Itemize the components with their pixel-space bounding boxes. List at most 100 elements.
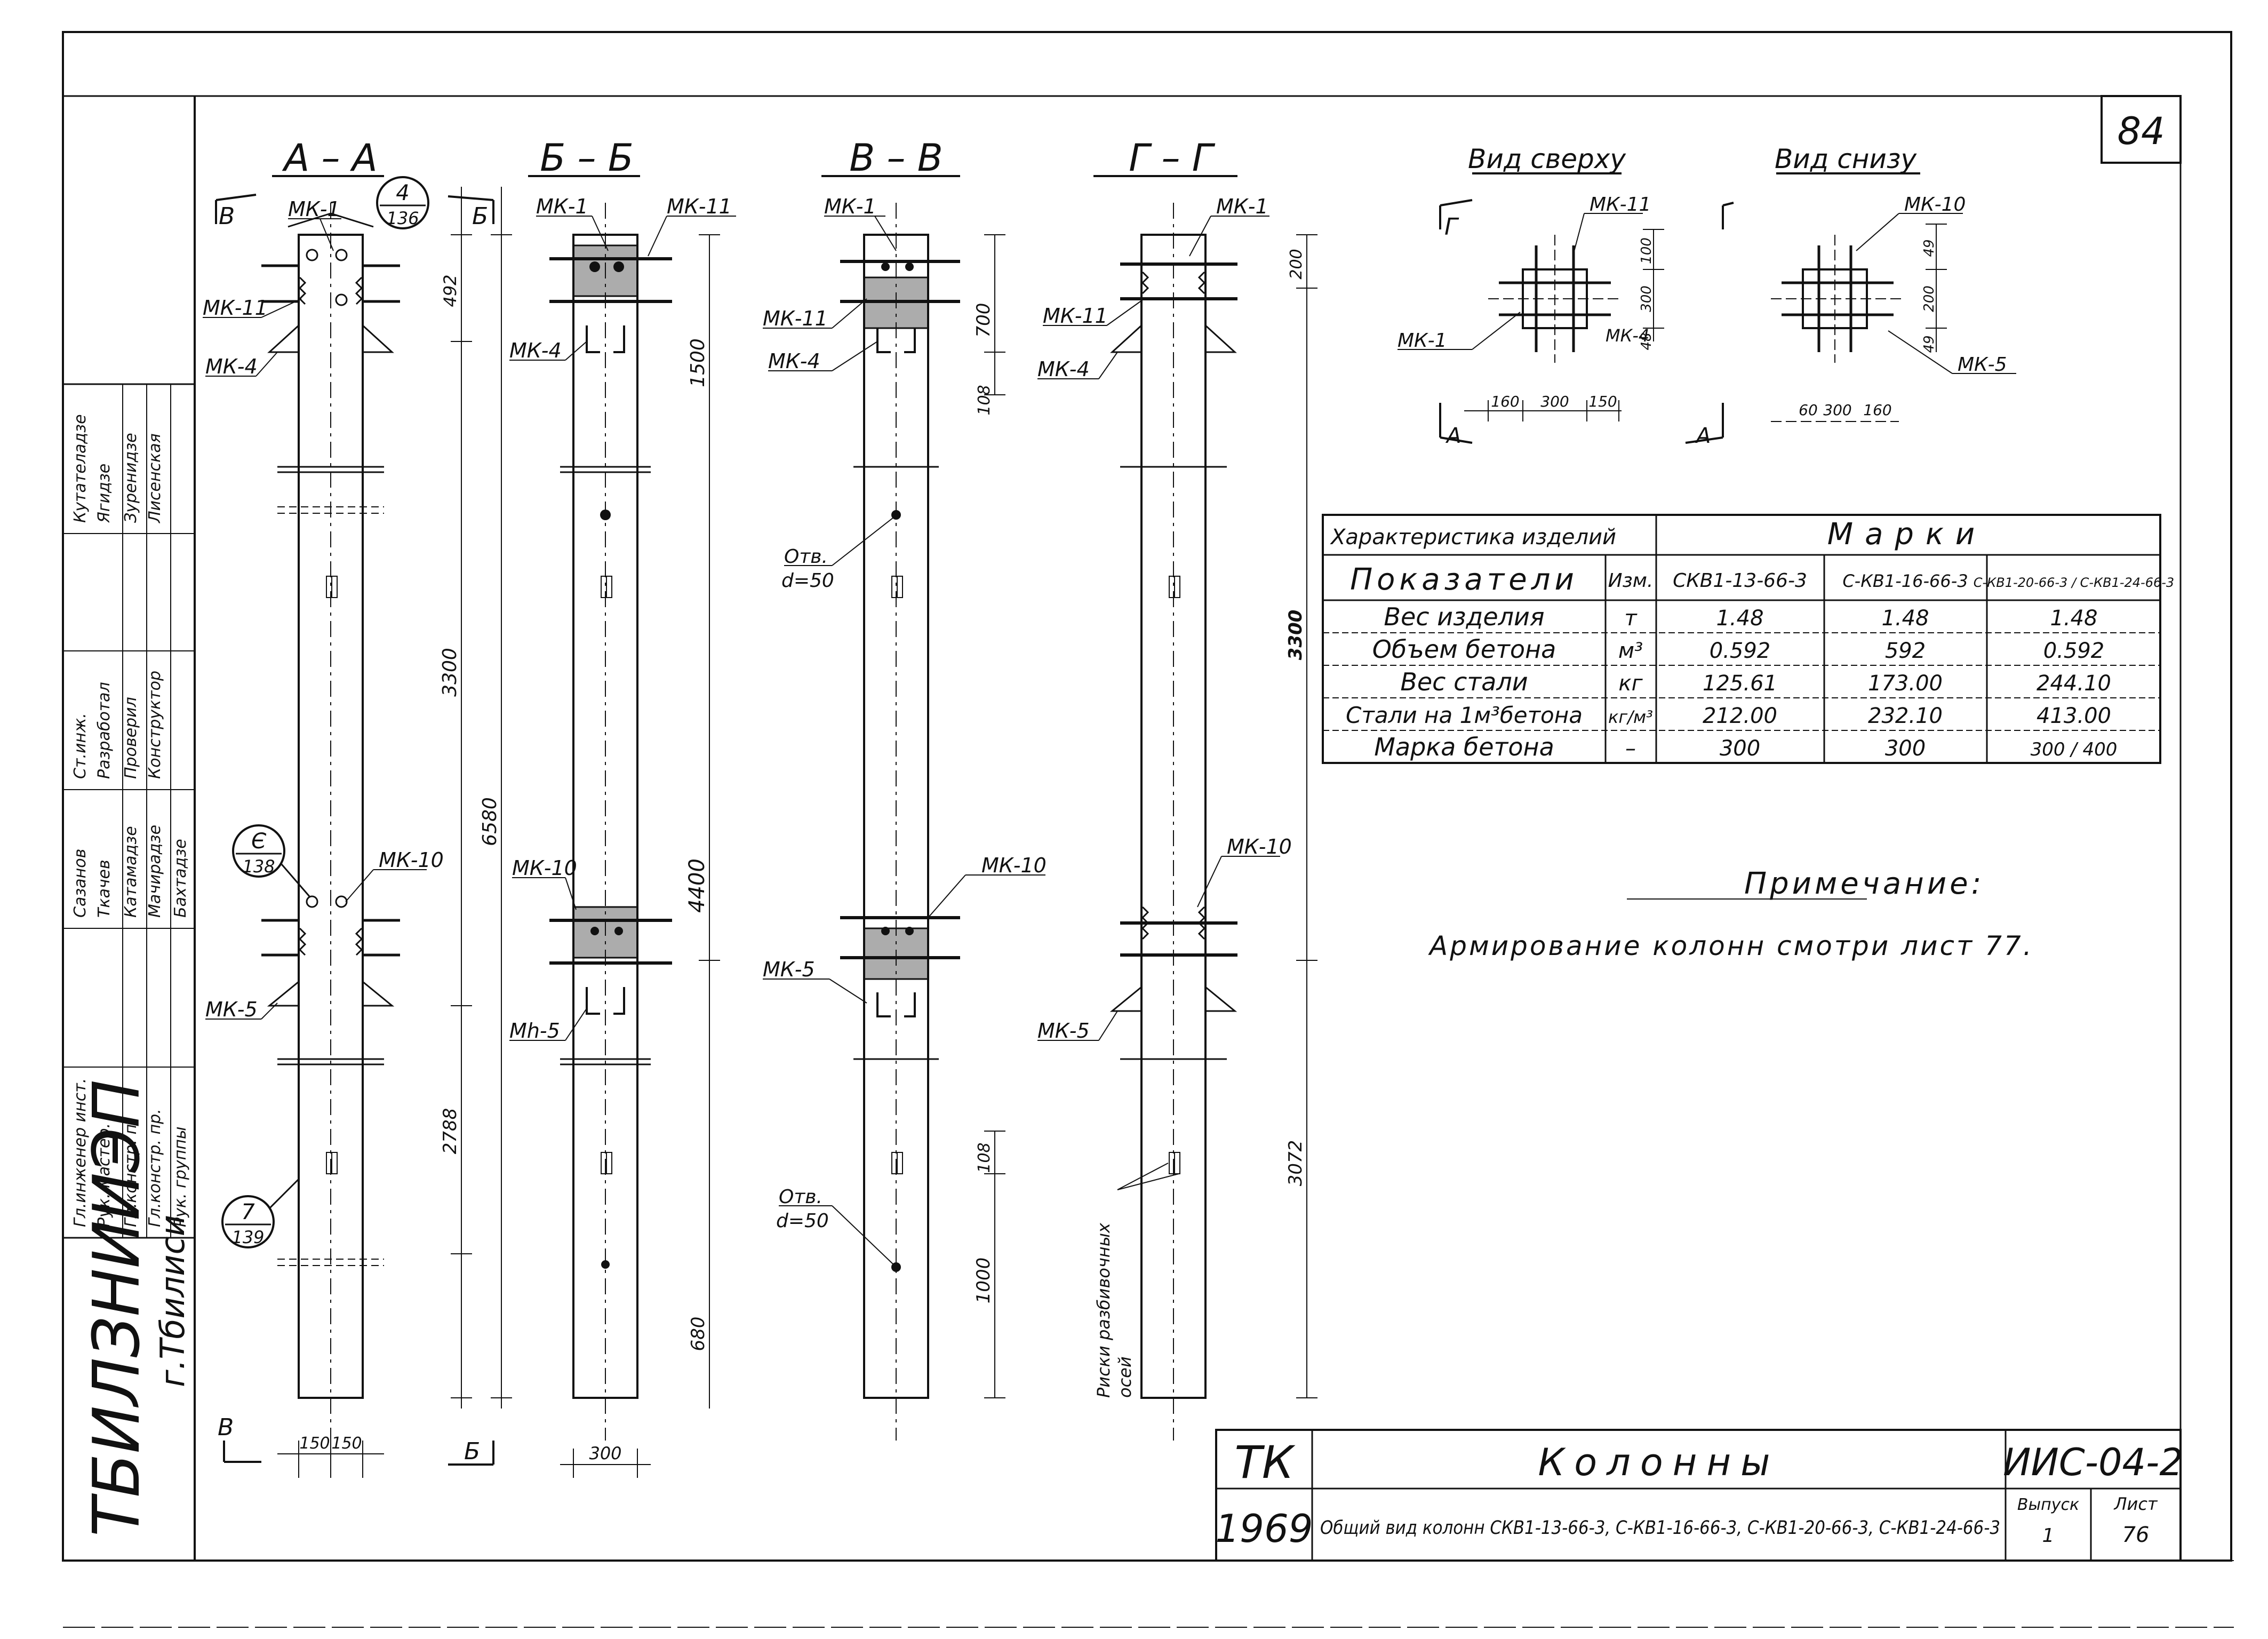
label-mk11: МК-11 <box>203 296 268 320</box>
callout-sheet: 139 <box>231 1227 264 1247</box>
label-mk5: МК-5 <box>1037 1019 1090 1043</box>
view-title: Вид снизу <box>1775 144 1918 174</box>
section-letter: В <box>218 1414 234 1441</box>
signature-name: Катамадзе <box>122 826 140 918</box>
section-g: Г – Г МК-1 МК-11 МК-4 МК-10 МК <box>1037 136 1317 1441</box>
section-letter: Б <box>464 1438 480 1465</box>
section-title: Б – Б <box>540 136 634 180</box>
dimension: 48 <box>1639 332 1655 350</box>
dimension: 300 <box>1639 285 1655 312</box>
table-header: Характеристика изделий <box>1330 525 1616 550</box>
callout-circle <box>376 176 429 229</box>
section-v: В – В МК-1 МК-11 МК-4 От <box>763 136 1047 1441</box>
signature-role: Ст.инж. <box>71 713 90 779</box>
dimension: 160 <box>1863 401 1891 419</box>
dimension: 150 <box>331 1434 362 1453</box>
dimension: 6580 <box>479 797 501 846</box>
dimension: 49 <box>1921 335 1937 353</box>
label-risks: Риски разбивочных <box>1093 1222 1114 1398</box>
label-mk11: МК-11 <box>1043 304 1108 328</box>
stamp-code: ИИС-04-2 <box>2003 1441 2183 1484</box>
section-title: А – А <box>282 136 377 180</box>
sheet-number: 84 <box>2117 109 2165 153</box>
signature-name: Мачирадзе <box>146 825 164 918</box>
table-row-unit: кг <box>1618 671 1643 696</box>
section-letter: В <box>219 203 235 230</box>
label-mk11: МК-11 <box>1590 194 1651 216</box>
dimension: 108 <box>975 385 994 415</box>
table-cell: 173.00 <box>1868 671 1943 696</box>
signature-role: Рук. мастер. <box>95 1123 114 1227</box>
label-mk1: МК-1 <box>1216 195 1268 218</box>
view-top: Вид сверху Г А МК-11 МК-1 МК-4 160 300 1… <box>1397 144 1664 448</box>
signature-role: Проверил <box>122 697 140 779</box>
label-mk1: МК-1 <box>824 195 876 218</box>
section-letter: Б <box>472 203 488 230</box>
table-row-name: Вес стали <box>1400 667 1528 696</box>
dimension: 700 <box>973 303 994 338</box>
table-cell: 300 <box>1885 736 1926 761</box>
table-column-header: Изм. <box>1608 570 1654 592</box>
stamp-issue-value: 1 <box>2042 1525 2055 1547</box>
section-a: А – А <box>203 136 709 1478</box>
section-letter: А <box>1445 424 1461 448</box>
dimension: 160 <box>1491 393 1519 410</box>
table-header: Марки <box>1827 517 1986 552</box>
label-mk4: МК-4 <box>1606 325 1649 346</box>
table-column-header: СКВ1-13-66-3 <box>1673 570 1807 592</box>
title-block: ТК 1969 Колонны ИИС-04-2 Общий вид колон… <box>1215 1429 2183 1562</box>
dimension: 4400 <box>685 858 709 913</box>
stamp-issue-label: Выпуск <box>2017 1495 2079 1514</box>
label-mk5: Мh-5 <box>509 1019 560 1043</box>
label-mk1: МК-1 <box>288 197 340 221</box>
label-d50: d=50 <box>781 570 834 592</box>
dimension: 200 <box>1921 285 1937 312</box>
signature-name: Ягидзе <box>95 464 114 523</box>
signature-name: Бахтадзе <box>171 839 190 918</box>
table-row-name: Стали на 1м³бетона <box>1346 702 1583 728</box>
label-mk4: МК-4 <box>509 339 562 362</box>
dimension: 680 <box>688 1317 709 1351</box>
callout-circle <box>221 1195 275 1248</box>
table-cell: 232.10 <box>1868 704 1943 728</box>
stamp-sheet-value: 76 <box>2122 1523 2150 1547</box>
table-cell: 125.61 <box>1703 671 1777 696</box>
signature-name: Лисенская <box>146 433 164 523</box>
table-row-name: Объем бетона <box>1372 635 1556 664</box>
table-row-unit: т <box>1624 606 1638 631</box>
table-row-name: Вес изделия <box>1384 602 1544 631</box>
org-city: г.Тбилиси <box>153 1215 192 1387</box>
table-row-unit: м³ <box>1618 639 1643 663</box>
dimension: 3072 <box>1285 1140 1306 1187</box>
dimension: 492 <box>440 274 460 307</box>
label-mk4: МК-4 <box>1037 357 1090 381</box>
table-cell: 413.00 <box>2037 704 2111 728</box>
label-mk10: МК-10 <box>512 856 577 880</box>
table-row-unit: – <box>1625 736 1636 761</box>
callout-sheet: 138 <box>242 856 275 877</box>
callout-circle <box>232 824 285 878</box>
table-cell: 212.00 <box>1703 704 1777 728</box>
dimension: 200 <box>1287 249 1306 279</box>
label-d50: d=50 <box>776 1210 829 1232</box>
signature-name: Кутателадзе <box>71 414 90 523</box>
table-cell: 0.592 <box>1710 639 1771 663</box>
signature-role: Гл.констр. пр. <box>146 1109 164 1227</box>
label-mk10: МК-10 <box>981 854 1047 877</box>
table-row-name: Марка бетона <box>1374 733 1554 761</box>
label-otv: Отв. <box>784 546 828 568</box>
label-mk4: МК-4 <box>768 349 820 373</box>
table-column-header: С-КВ1-16-66-3 <box>1842 571 1968 591</box>
dimension: 49 <box>1921 239 1937 257</box>
stamp-sheet-label: Лист <box>2113 1494 2158 1514</box>
view-bottom: Вид снизу А МК-10 МК-5 60 300 160 49 200… <box>1685 144 2016 448</box>
signature-block: Гл.инженер инст. Рук. мастер. Гл.констр.… <box>62 383 196 1239</box>
section-title: Г – Г <box>1129 136 1216 180</box>
label-mk5: МК-5 <box>763 958 815 981</box>
table-cell: 300 / 400 <box>2031 739 2118 760</box>
callout-number: 7 <box>241 1200 255 1224</box>
dimension: 3300 <box>1285 610 1306 661</box>
view-title: Вид сверху <box>1468 144 1626 174</box>
callout-number: 4 <box>396 181 409 205</box>
table-cell: 0.592 <box>2043 639 2105 663</box>
